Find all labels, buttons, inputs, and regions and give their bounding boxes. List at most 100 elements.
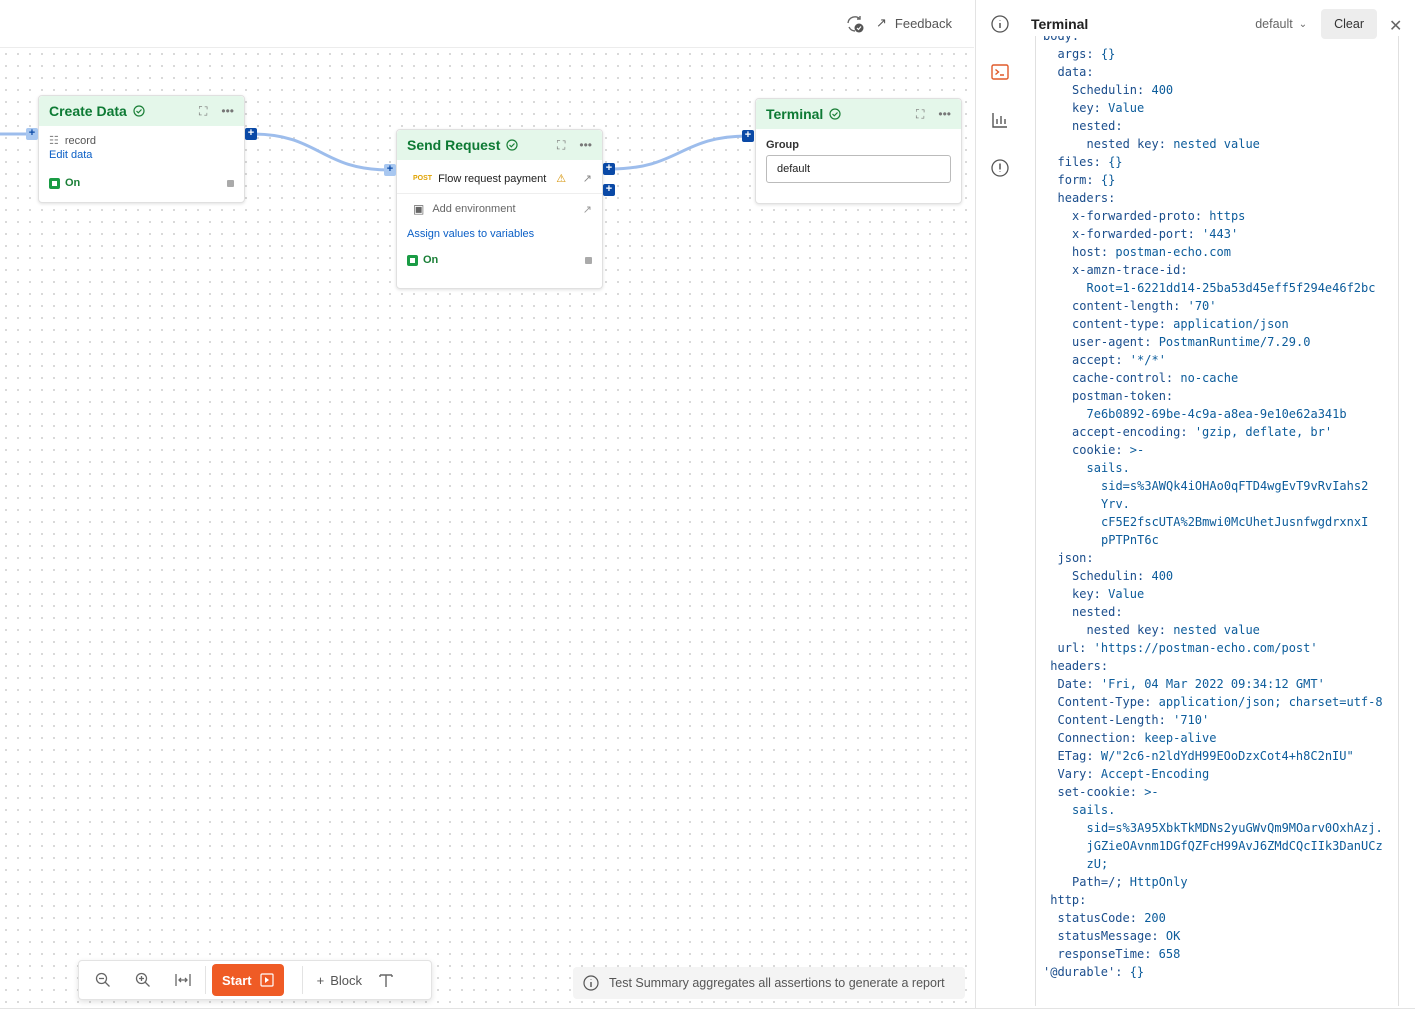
add-environment-row[interactable]: ▣ Add environment ↗ [407,202,592,216]
zoom-out-icon[interactable] [87,964,119,996]
block-toggle-on[interactable]: On [49,177,80,189]
stop-icon[interactable] [227,179,234,187]
terminal-line-key: form: [1057,173,1094,187]
add-block-button[interactable]: + Block [309,973,370,988]
terminal-line-key: user-agent: [1072,335,1152,349]
terminal-line-key: accept-encoding: [1072,425,1188,439]
terminal-line-value: 'https://postman-echo.com/post' [1086,641,1318,655]
toggle-label: On [65,177,81,189]
open-external-icon[interactable]: ↗ [582,203,592,216]
stop-icon[interactable] [585,256,592,264]
terminal-line: nested: [1036,603,1398,621]
terminal-line-value: '443' [1194,227,1239,241]
terminal-line: accept-encoding: 'gzip, deflate, br' [1036,423,1398,441]
open-external-icon[interactable]: ↗ [582,173,592,185]
terminal-line-value: Yrv. [1101,497,1130,511]
terminal-line-key: data: [1057,65,1094,79]
check-circle-icon [829,108,841,120]
test-summary-hint: Test Summary aggregates all assertions t… [573,967,965,999]
info-icon[interactable] [990,14,1010,34]
terminal-line-key: nested: [1072,605,1123,619]
terminal-line-value: sails. [1072,803,1116,817]
sync-status-icon[interactable] [845,14,865,34]
create-data-block[interactable]: Create Data ⛶ ••• ☷ record Edit data On [38,95,245,203]
environment-icon: ▣ [413,202,425,216]
terminal-icon[interactable] [990,62,1010,82]
terminal-line-value: 400 [1144,569,1174,583]
send-request-input-port[interactable]: + [384,164,396,176]
expand-icon[interactable]: ⛶ [915,106,925,121]
start-label: Start [222,972,252,988]
terminal-line: body: [1036,36,1398,45]
send-request-success-port[interactable]: + [603,163,615,175]
terminal-line: accept: '*/*' [1036,351,1398,369]
status-bar [0,1008,1415,1019]
terminal-line: Content-Type: application/json; charset=… [1036,693,1398,711]
zoom-in-icon[interactable] [127,964,159,996]
create-data-input-port[interactable]: + [26,128,38,140]
more-options-icon[interactable]: ••• [938,107,951,121]
clear-button[interactable]: Clear [1321,9,1377,39]
fit-view-icon[interactable] [167,964,199,996]
start-button[interactable]: Start [212,964,284,996]
terminal-output[interactable]: body: args: {} data: Schedulin: 400 key: Val… [1035,36,1399,1006]
assign-variables-link[interactable]: Assign values to variables [407,228,535,240]
block-toggle-on[interactable]: On [407,254,438,266]
http-method-badge: POST [413,175,433,182]
terminal-line: args: {} [1036,45,1398,63]
terminal-line-key: key: [1072,101,1101,115]
terminal-line-key: Vary: [1057,767,1094,781]
terminal-line: statusMessage: OK [1036,927,1398,945]
terminal-line-value: https [1202,209,1246,223]
terminal-line-key: x-forwarded-proto: [1072,209,1203,223]
terminal-line: user-agent: PostmanRuntime/7.29.0 [1036,333,1398,351]
feedback-button[interactable]: ↗ Feedback [876,15,952,31]
feedback-label: Feedback [894,15,952,31]
environment-select-value: default [1255,17,1293,31]
terminal-block[interactable]: Terminal ⛶ ••• Group default [755,98,962,204]
send-request-failure-port[interactable]: + [603,184,615,196]
terminal-line-key: http: [1050,893,1087,907]
terminal-line-value: Value [1100,587,1145,601]
group-input[interactable]: default [766,155,951,183]
terminal-line: headers: [1036,189,1398,207]
terminal-line-key: x-forwarded-port: [1072,227,1195,241]
request-row[interactable]: POST Flow request payment ⚠ ↗ [407,172,592,186]
more-options-icon[interactable]: ••• [221,104,234,118]
chart-bar-icon[interactable] [990,110,1010,130]
list-icon: ☷ [49,135,59,147]
terminal-line-key: responseTime: [1057,947,1152,961]
terminal-line-key: accept: [1072,353,1123,367]
terminal-input-port[interactable]: + [742,130,754,142]
right-sidebar-rail [975,0,1022,1008]
environment-select[interactable]: default ⌄ [1255,17,1307,31]
terminal-line-key: cache-control: [1072,371,1174,385]
terminal-line: http: [1036,891,1398,909]
terminal-line-value: Root=1-6221dd14-25ba53d45eff5f294e46f2bc [1086,281,1376,295]
terminal-line-value: nested value [1165,623,1260,637]
terminal-line: form: {} [1036,171,1398,189]
terminal-line: x-forwarded-proto: https [1036,207,1398,225]
expand-icon[interactable]: ⛶ [556,137,566,152]
terminal-line-value: postman-echo.com [1108,245,1231,259]
close-icon[interactable]: ✕ [1389,18,1403,35]
terminal-line-key: body: [1043,36,1080,43]
terminal-line: Schedulin: 400 [1036,567,1398,585]
edit-data-link[interactable]: Edit data [49,149,93,161]
text-tool-icon[interactable] [370,964,402,996]
expand-icon[interactable]: ⛶ [198,103,208,118]
terminal-line: content-length: '70' [1036,297,1398,315]
flow-canvas[interactable] [0,48,974,1008]
terminal-line: x-forwarded-port: '443' [1036,225,1398,243]
terminal-line-key: x-amzn-trace-id: [1072,263,1188,277]
send-request-block[interactable]: Send Request ⛶ ••• POST Flow request pay… [396,129,603,289]
toggle-icon [49,177,60,189]
terminal-line-key: ETag: [1057,749,1094,763]
terminal-line: pPTPnT6c [1036,531,1398,549]
terminal-line-value: application/json; charset=utf-8 [1151,695,1383,709]
terminal-header: Terminal ⛶ ••• [756,99,961,129]
alert-circle-icon[interactable] [990,158,1010,178]
block-title: Send Request [407,137,501,153]
more-options-icon[interactable]: ••• [579,138,592,152]
create-data-output-port[interactable]: + [245,128,257,140]
